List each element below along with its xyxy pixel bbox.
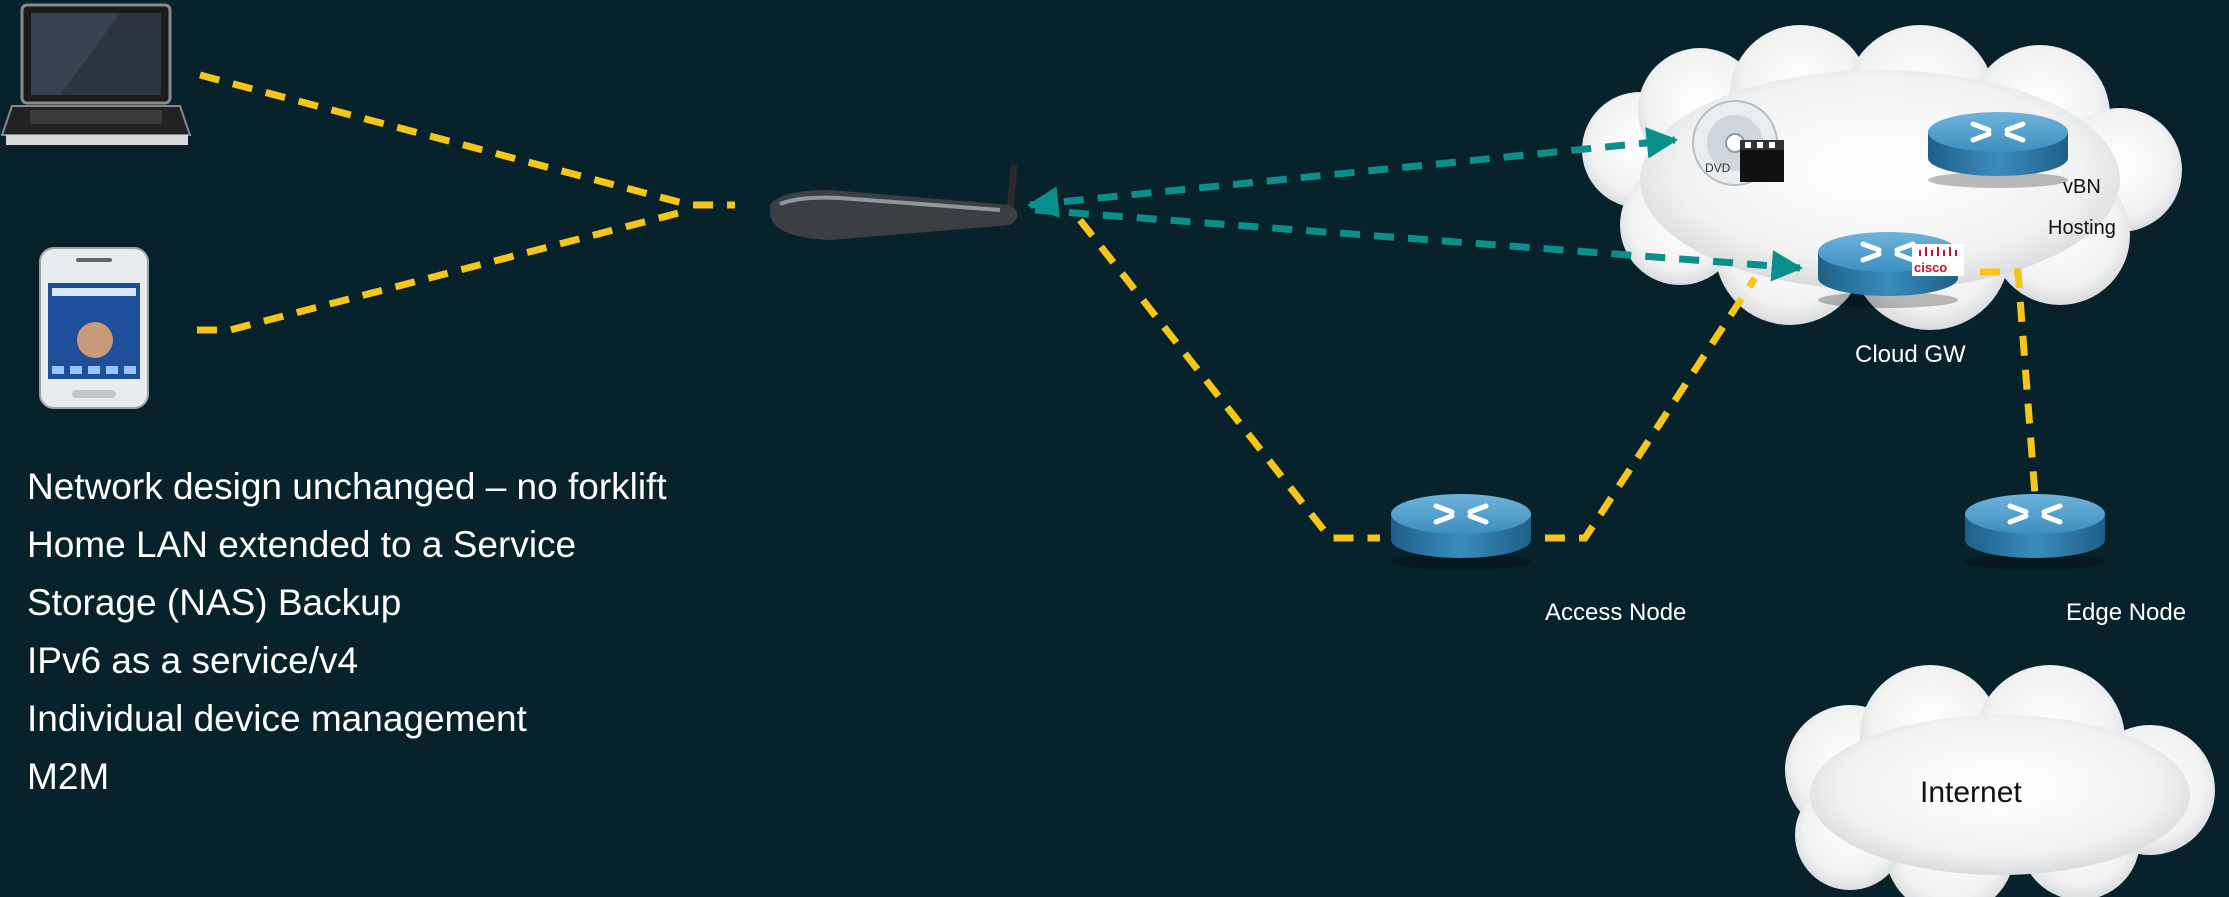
feature-list: Network design unchanged – no forklift H… xyxy=(27,458,667,806)
access-node-to-cloud-gw-link xyxy=(1545,278,1755,538)
smartphone-icon xyxy=(40,248,148,408)
hosting-label: Hosting xyxy=(2048,217,2116,240)
laptop-icon xyxy=(2,5,190,145)
cloud-gw-to-edge-node-link xyxy=(1980,272,2035,495)
phone-to-gateway-link xyxy=(197,210,690,330)
vbn-router-icon xyxy=(1928,112,2068,188)
feature-item: Network design unchanged – no forklift xyxy=(27,458,667,516)
home-gateway-icon xyxy=(770,168,1018,240)
gateway-to-media-link xyxy=(1030,140,1675,205)
cisco-logo: cisco xyxy=(1912,244,1964,276)
vbn-label: vBN xyxy=(2063,176,2101,199)
cloud-gw-label: Cloud GW xyxy=(1855,341,1966,369)
feature-item: Home LAN extended to a Service xyxy=(27,516,667,574)
edge-node-label: Edge Node xyxy=(2066,599,2186,627)
access-node-router-icon xyxy=(1391,494,1531,570)
feature-item: Storage (NAS) Backup xyxy=(27,574,667,632)
feature-item: IPv6 as a service/v4 xyxy=(27,632,667,690)
internet-label: Internet xyxy=(1920,776,2022,810)
laptop-to-gateway-link xyxy=(200,75,735,205)
feature-item: M2M xyxy=(27,748,667,806)
svg-text:cisco: cisco xyxy=(1914,260,1947,275)
access-node-label: Access Node xyxy=(1545,599,1686,627)
gateway-to-access-node-link xyxy=(1080,220,1380,538)
feature-item: Individual device management xyxy=(27,690,667,748)
edge-node-router-icon xyxy=(1965,494,2105,570)
svg-text:DVD: DVD xyxy=(1705,161,1731,175)
